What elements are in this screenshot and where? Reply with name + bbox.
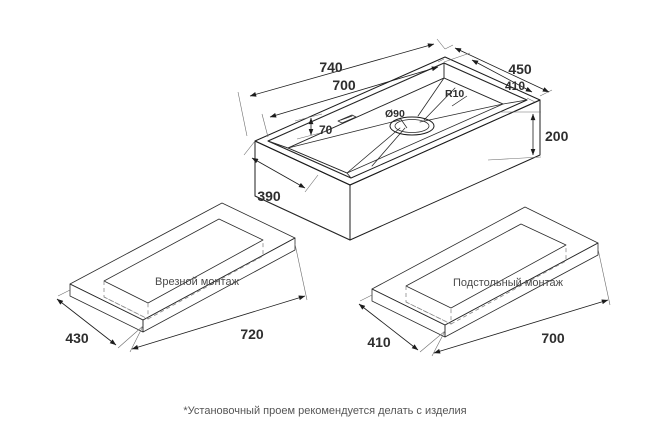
flush-mount-dimension-width: 720 [129,243,308,353]
side-depth-value: 390 [257,188,281,204]
flush-mount-view: Врезной монтаж 430 720 [56,202,308,353]
drain-diameter-callout: Ø90 [385,108,408,129]
undermount-depth-value: 410 [367,334,391,350]
undermount-view: Подстольный монтаж 410 700 [358,206,611,357]
drain-diameter-label: Ø90 [385,108,405,120]
installation-footnote: *Установочный проем рекомендуется делать… [183,405,466,417]
bowl-depth-value: 410 [505,79,525,93]
flush-mount-dimension-depth: 430 [56,289,144,349]
undermount-dimension-depth: 410 [358,294,446,353]
corner-radius-callout: R10 [445,88,468,107]
undermount-label: Подстольный монтаж [453,277,564,289]
undermount-width-value: 700 [541,330,565,346]
overall-width-value: 740 [319,59,343,75]
bowl-height-value: 200 [545,128,569,144]
sink-isometric-view: R10 Ø90 740 700 [237,38,569,241]
dimension-bowl-depth: 410 [443,52,536,103]
dimension-bowl-height: 200 [487,111,569,161]
rim-ledge-value: 70 [319,123,333,137]
bowl-width-value: 700 [332,77,356,93]
overall-depth-value: 450 [508,61,532,77]
flush-mount-width-value: 720 [240,326,264,342]
undermount-dimension-width: 700 [431,248,611,357]
dimension-rim-ledge: 70 [294,113,333,140]
flush-mount-label: Врезной монтаж [155,276,240,288]
radius-label: R10 [445,88,464,100]
dimension-bowl-width: 700 [261,58,445,138]
dimension-side-depth: 390 [243,140,319,204]
flush-mount-depth-value: 430 [65,330,89,346]
